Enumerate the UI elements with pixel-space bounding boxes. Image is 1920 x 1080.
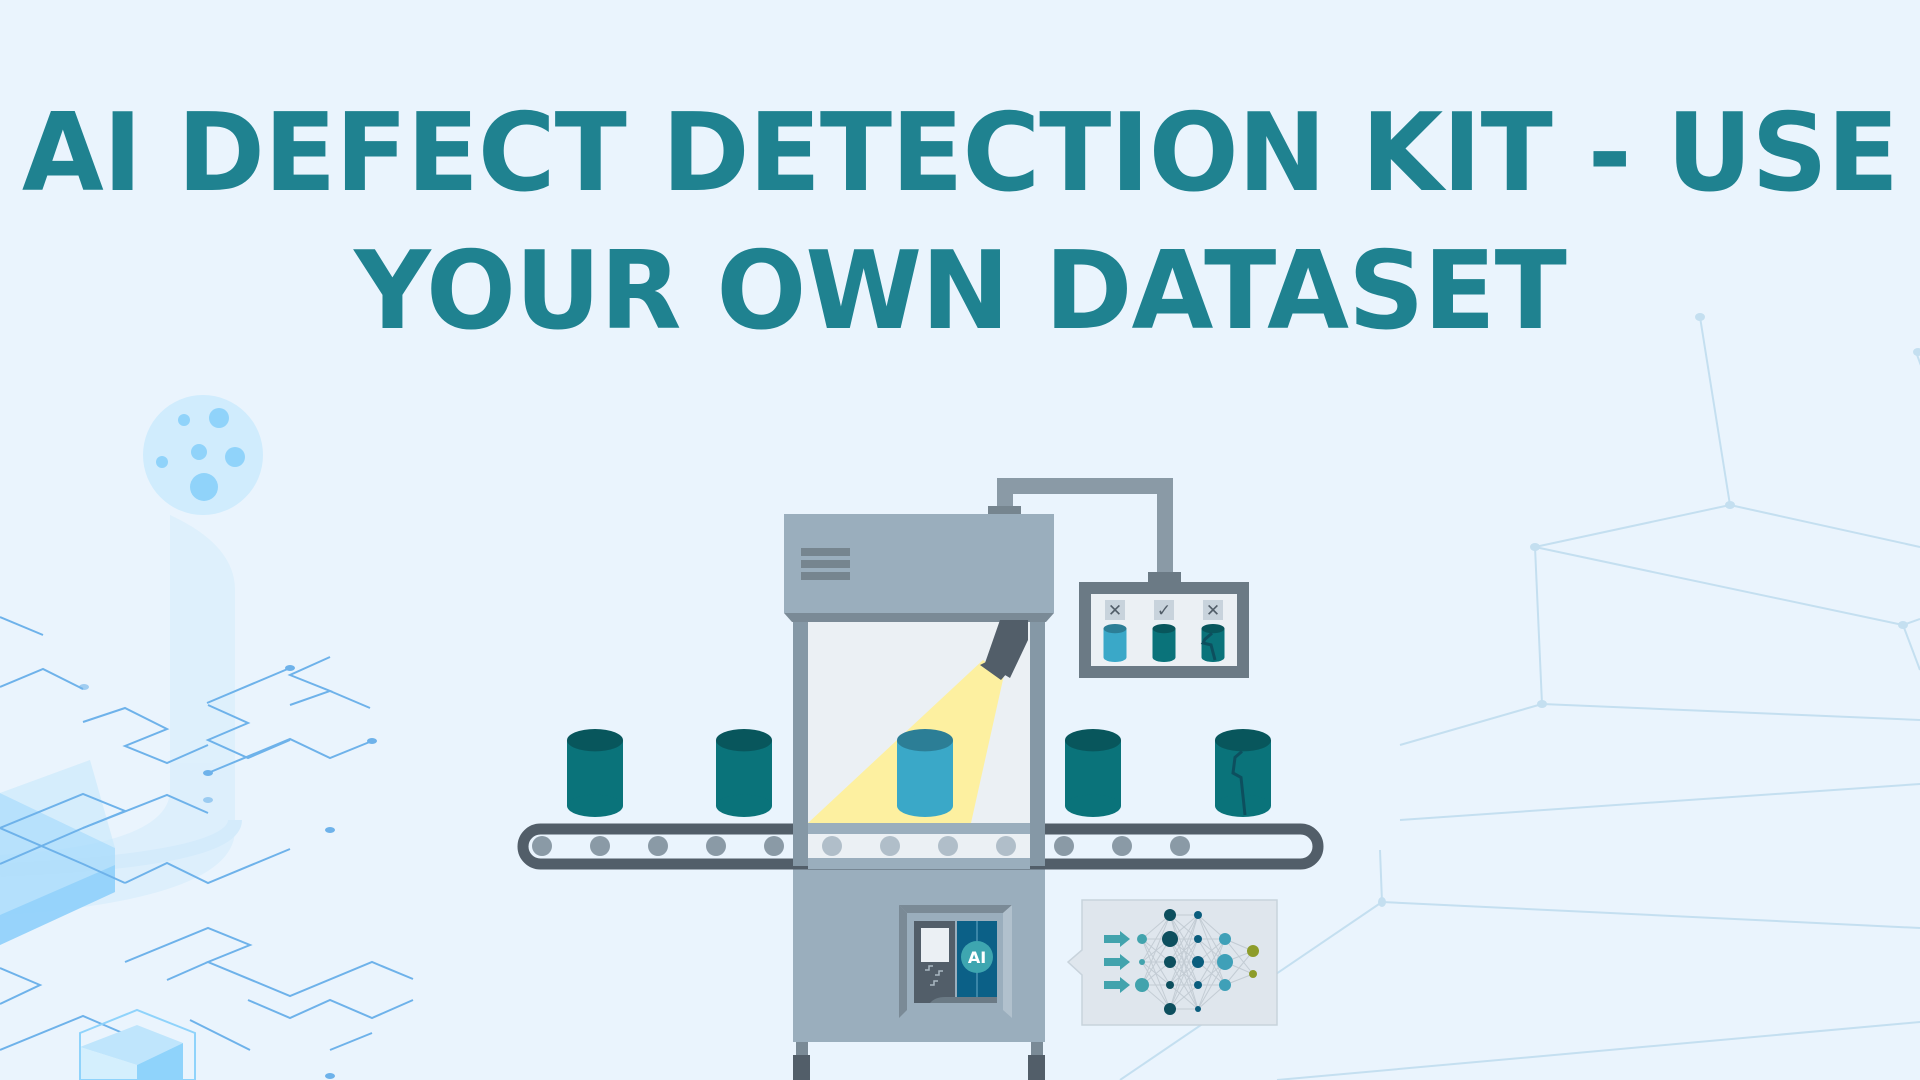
nn-edge bbox=[1169, 961, 1199, 1010]
camera-icon bbox=[980, 620, 1028, 680]
nn-node-hidden3 bbox=[1217, 954, 1233, 970]
nn-edge bbox=[1197, 961, 1226, 1010]
roller bbox=[590, 836, 610, 856]
can-good bbox=[716, 729, 772, 817]
frame-post-left bbox=[793, 616, 808, 866]
input-arrow-icon bbox=[1104, 954, 1130, 970]
nn-node-hidden2 bbox=[1194, 911, 1202, 919]
roller bbox=[1170, 836, 1190, 856]
nn-edge bbox=[1141, 914, 1171, 963]
network-mesh-nodes bbox=[1378, 313, 1920, 907]
nn-edge bbox=[1169, 938, 1199, 1010]
nn-node-output bbox=[1247, 945, 1259, 957]
network-mesh bbox=[1119, 316, 1920, 1080]
nn-node-hidden1 bbox=[1164, 1003, 1176, 1015]
nn-edge bbox=[1169, 914, 1199, 986]
product-cans bbox=[567, 729, 1271, 817]
frame-post-right bbox=[1030, 616, 1045, 866]
page-title-line-1: AI DEFECT DETECTION KIT - USE bbox=[21, 91, 1899, 216]
nn-node-hidden1 bbox=[1164, 956, 1176, 968]
nn-edge bbox=[1169, 914, 1199, 1010]
roller bbox=[822, 836, 842, 856]
roller bbox=[648, 836, 668, 856]
can-good bbox=[567, 729, 623, 817]
monitor-result-reject: ✕ bbox=[1200, 600, 1225, 663]
roller bbox=[938, 836, 958, 856]
cross-icon: ✕ bbox=[1206, 601, 1220, 621]
nn-node-hidden2 bbox=[1194, 981, 1202, 989]
cross-icon: ✕ bbox=[1108, 601, 1122, 621]
crack-mark bbox=[1200, 632, 1217, 661]
roller bbox=[1112, 836, 1132, 856]
roller bbox=[764, 836, 784, 856]
nn-node-hidden3 bbox=[1219, 933, 1231, 945]
machine-cabinet: AI bbox=[793, 862, 1045, 1042]
nn-edge bbox=[1197, 914, 1226, 940]
nn-node-hidden1 bbox=[1166, 981, 1174, 989]
nn-edge bbox=[1197, 938, 1226, 986]
neural-network-panel bbox=[1066, 899, 1278, 1026]
nn-node-hidden2 bbox=[1195, 1006, 1201, 1012]
ai-badge-label: AI bbox=[968, 948, 986, 967]
cable-pipe bbox=[988, 478, 1181, 582]
machine-legs bbox=[793, 1040, 1045, 1080]
circuit-nodes bbox=[79, 665, 377, 1079]
nn-edge bbox=[1197, 984, 1226, 1010]
machine-top-unit bbox=[784, 514, 1054, 622]
ai-controller: AI bbox=[899, 905, 1012, 1018]
nn-node-input bbox=[1137, 934, 1147, 944]
nn-edge bbox=[1169, 984, 1199, 1010]
nn-node-hidden2 bbox=[1194, 935, 1202, 943]
can-inspecting bbox=[897, 729, 953, 817]
circuit-lines bbox=[0, 616, 414, 1051]
can-good bbox=[1065, 729, 1121, 817]
crack-mark bbox=[1231, 750, 1247, 816]
nn-node-hidden1 bbox=[1164, 909, 1176, 921]
nn-edge bbox=[1169, 914, 1199, 963]
nn-node-input bbox=[1135, 978, 1149, 992]
can-cracked bbox=[1215, 729, 1271, 817]
roller bbox=[996, 836, 1016, 856]
monitor-can bbox=[1152, 624, 1176, 663]
nn-edge bbox=[1197, 938, 1226, 1010]
inspection-monitor: ✕ ✓ ✕ bbox=[1079, 582, 1249, 678]
vent-slot bbox=[801, 560, 850, 568]
conveyor-belt bbox=[517, 823, 1324, 870]
monitor-result-pass: ✓ bbox=[1152, 600, 1176, 663]
moon-icon bbox=[143, 395, 266, 516]
nn-node-hidden3 bbox=[1219, 979, 1231, 991]
isometric-cube bbox=[79, 1008, 196, 1080]
monitor-can bbox=[1103, 624, 1127, 663]
input-arrow-icon bbox=[1104, 931, 1130, 947]
nn-node-hidden1 bbox=[1162, 931, 1178, 947]
roller bbox=[706, 836, 726, 856]
nn-edge bbox=[1141, 914, 1171, 986]
input-arrow-icon bbox=[1104, 977, 1130, 993]
page-title-line-2: YOUR OWN DATASET bbox=[354, 229, 1567, 354]
vent-slot bbox=[801, 548, 850, 556]
nn-node-output bbox=[1249, 970, 1257, 978]
check-icon: ✓ bbox=[1157, 601, 1171, 621]
nn-edge bbox=[1141, 914, 1171, 940]
nn-edge bbox=[1224, 950, 1254, 986]
nn-edge bbox=[1141, 938, 1171, 986]
roller bbox=[532, 836, 552, 856]
monitor-can bbox=[1200, 624, 1225, 663]
roller bbox=[880, 836, 900, 856]
nn-node-input bbox=[1139, 959, 1145, 965]
monitor-result-reject: ✕ bbox=[1103, 600, 1127, 663]
roller bbox=[1054, 836, 1074, 856]
vent-slot bbox=[801, 572, 850, 580]
nn-node-hidden2 bbox=[1192, 956, 1204, 968]
